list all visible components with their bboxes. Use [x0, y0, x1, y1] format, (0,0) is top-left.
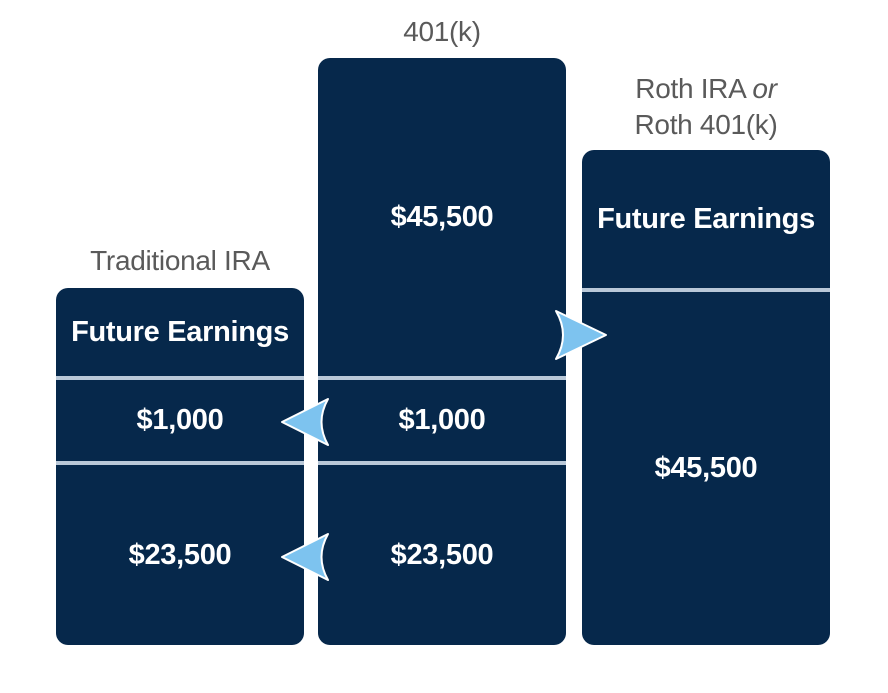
k401-divider-1	[318, 376, 566, 380]
arrow-left-middle-icon	[281, 398, 329, 446]
roth-title: Roth IRA or Roth 401(k)	[582, 71, 830, 143]
traditional-divider-1	[56, 376, 304, 380]
k401-top-value: $45,500	[390, 200, 494, 233]
k401-bottom-value: $23,500	[390, 538, 494, 571]
k401-title-text: 401(k)	[403, 16, 481, 47]
roth-future-earnings: Future Earnings	[597, 202, 815, 235]
traditional-middle-value: $1,000	[136, 404, 224, 436]
traditional-divider-2	[56, 461, 304, 465]
arrow-right-icon	[555, 310, 607, 360]
arrow-left-bottom-icon	[281, 533, 329, 581]
traditional-ira-box: Future Earnings $1,000 $23,500	[56, 288, 304, 645]
roth-divider	[582, 288, 830, 292]
k401-title: 401(k)	[318, 14, 566, 50]
roth-title-line1: Roth IRA or	[582, 71, 830, 107]
traditional-future-earnings: Future Earnings	[71, 315, 289, 348]
traditional-ira-title: Traditional IRA	[56, 243, 304, 279]
roth-box: Future Earnings $45,500	[582, 150, 830, 645]
k401-box: $45,500 $1,000 $23,500	[318, 58, 566, 645]
traditional-ira-title-text: Traditional IRA	[90, 245, 270, 276]
k401-divider-2	[318, 461, 566, 465]
traditional-bottom-value: $23,500	[128, 538, 232, 571]
k401-middle-value: $1,000	[398, 404, 486, 436]
roth-bottom-value: $45,500	[654, 452, 758, 484]
roth-title-or: or	[752, 73, 777, 104]
roth-title-line2: Roth 401(k)	[634, 109, 778, 140]
roth-title-main: Roth IRA	[635, 73, 745, 104]
